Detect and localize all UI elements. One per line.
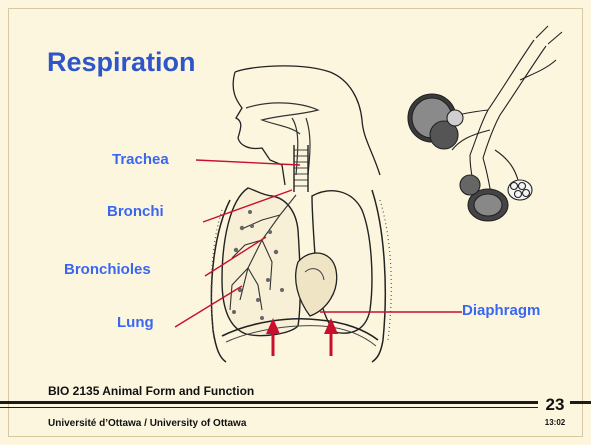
nasal-cavity (246, 103, 318, 134)
label-diaphragm: Diaphragm (462, 302, 540, 319)
footer-rule-thin (0, 407, 538, 408)
page-number: 23 (541, 395, 569, 415)
label-bronchi: Bronchi (107, 203, 164, 220)
label-trachea: Trachea (112, 151, 169, 168)
head-outline (233, 66, 380, 185)
slide-title: Respiration (47, 47, 196, 78)
trachea-rings (294, 150, 308, 186)
university-footer: Université d’Ottawa / University of Otta… (48, 418, 246, 429)
slide-time: 13:02 (538, 418, 572, 427)
footer-rule-right (570, 401, 591, 404)
alveoli-cluster-illustration (408, 26, 562, 221)
label-lung: Lung (117, 314, 154, 331)
trachea-pointer (196, 160, 300, 165)
footer-rule-thick (0, 401, 538, 404)
label-bronchioles: Bronchioles (64, 261, 151, 278)
course-title: BIO 2135 Animal Form and Function (48, 384, 254, 398)
